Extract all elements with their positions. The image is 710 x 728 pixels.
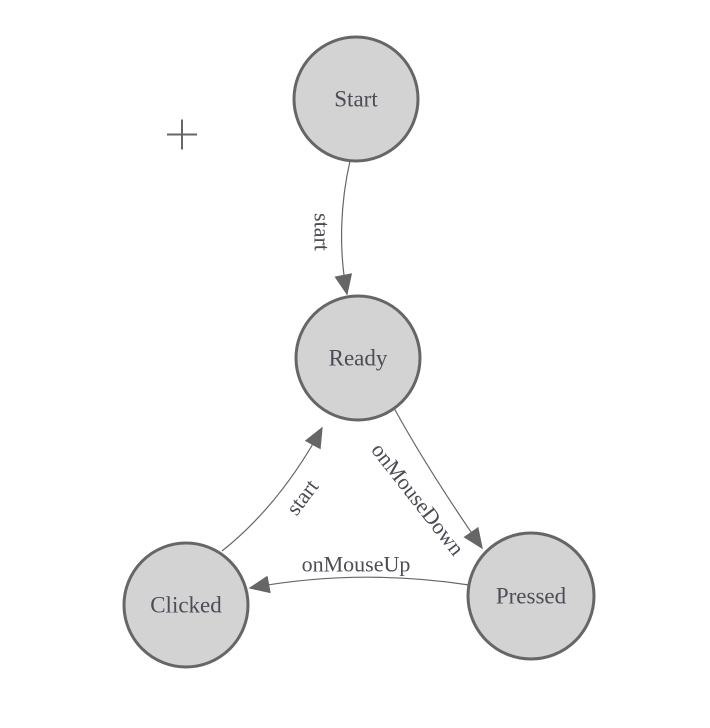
state-circle-pressed bbox=[466, 531, 596, 661]
edge-path-start-to-ready[interactable] bbox=[334, 160, 353, 296]
state-node-clicked[interactable]: Clicked bbox=[122, 541, 250, 669]
edge-label-pressed-to-clicked[interactable]: onMouseUp bbox=[302, 552, 411, 577]
edge-path-clicked-to-ready[interactable] bbox=[221, 426, 323, 552]
edge-path-ready-to-pressed[interactable] bbox=[393, 407, 483, 550]
state-label-pressed: Pressed bbox=[496, 584, 567, 609]
edge-pressed-to-clicked: onMouseUp bbox=[248, 552, 470, 594]
edge-ready-to-pressed: onMouseDown bbox=[366, 407, 483, 560]
state-circle-ready bbox=[294, 294, 422, 422]
crosshair-icon bbox=[167, 119, 197, 150]
edge-label-clicked-to-ready[interactable]: start bbox=[281, 474, 324, 519]
state-circle-start bbox=[292, 35, 420, 163]
state-node-start[interactable]: Start bbox=[292, 35, 420, 163]
edge-path-pressed-to-clicked[interactable] bbox=[248, 575, 470, 594]
state-circle-clicked bbox=[122, 541, 250, 669]
edge-label-start-to-ready[interactable]: start bbox=[310, 213, 335, 251]
state-label-clicked: Clicked bbox=[150, 593, 222, 618]
state-label-start: Start bbox=[334, 87, 378, 112]
edge-clicked-to-ready: start bbox=[221, 426, 324, 552]
state-node-pressed[interactable]: Pressed bbox=[466, 531, 596, 661]
state-node-ready[interactable]: Ready bbox=[294, 294, 422, 422]
edge-label-ready-to-pressed[interactable]: onMouseDown bbox=[366, 438, 469, 560]
state-label-ready: Ready bbox=[329, 346, 388, 371]
edge-start-to-ready: start bbox=[310, 160, 353, 296]
